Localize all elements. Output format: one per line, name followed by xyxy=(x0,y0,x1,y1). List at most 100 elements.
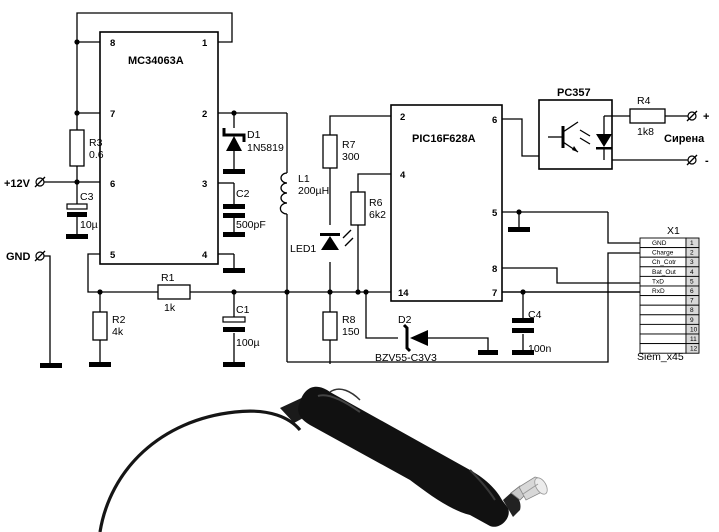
connector-pin-cell xyxy=(639,343,687,354)
d1-value: 1N5819 xyxy=(247,142,284,154)
connector-pin-row: 10 xyxy=(639,323,700,335)
connector-pin-number: 3 xyxy=(690,259,694,266)
resistor-r4 xyxy=(629,108,666,124)
connector-pin-number: 4 xyxy=(690,269,694,276)
r4-label: R4 xyxy=(637,95,651,107)
connector-pin-label: TxD xyxy=(652,278,664,285)
ic1-pin: 7 xyxy=(110,109,115,120)
ic-pic16f628a xyxy=(390,104,503,302)
capacitor-c3 xyxy=(66,203,88,217)
resistor-r8 xyxy=(322,311,338,341)
resistor-r1 xyxy=(157,284,191,300)
inductor-l1 xyxy=(279,172,288,215)
resistor-r6 xyxy=(350,191,366,226)
led1-label: LED1 xyxy=(290,243,316,255)
r7-label: R7 xyxy=(342,139,356,151)
junction-dots xyxy=(74,39,526,295)
ic1-title: MC34063A xyxy=(128,55,184,67)
c2-value: 500pF xyxy=(236,219,266,231)
d1-label: D1 xyxy=(247,129,261,141)
connector-pin-row: 12 xyxy=(639,343,700,354)
connector-pin-number: 11 xyxy=(690,336,697,343)
capacitor-c1 xyxy=(222,316,246,332)
connector-pin-number: 2 xyxy=(690,250,694,257)
opto-internal xyxy=(548,115,612,160)
ic1-pin: 1 xyxy=(202,38,208,49)
resistor-r2 xyxy=(92,311,108,341)
connector-part: Siem_x45 xyxy=(637,351,684,363)
d2-value: BZV55-C3V3 xyxy=(375,352,437,364)
connector-pin-number: 12 xyxy=(690,346,698,353)
connector-pin-label: Charge xyxy=(652,250,674,257)
terminal-gnd-label: GND xyxy=(6,251,31,263)
r2-label: R2 xyxy=(112,314,126,326)
ic1-pin: 6 xyxy=(110,179,115,190)
capacitor-c2 xyxy=(223,204,245,218)
diode-d1 xyxy=(222,128,246,151)
ic2-pin: 2 xyxy=(400,112,405,123)
r8-label: R8 xyxy=(342,314,356,326)
car-charger-plug-image xyxy=(98,386,548,532)
ic1-pin: 5 xyxy=(110,250,116,261)
ic2-pin: 14 xyxy=(398,288,409,299)
l1-label: L1 xyxy=(298,173,310,185)
connector-pin-label: GND xyxy=(652,240,667,247)
opto-title: PC357 xyxy=(557,87,591,99)
ic2-pin: 4 xyxy=(400,170,406,181)
r2-value: 4k xyxy=(112,326,124,338)
connector-pin-number: 5 xyxy=(690,278,694,285)
connector-pin-number: 9 xyxy=(690,317,694,324)
connector-pin-cell xyxy=(639,304,687,316)
connector-pin-row: 9 xyxy=(639,314,700,325)
r6-label: R6 xyxy=(369,197,383,209)
wires xyxy=(44,12,688,364)
r3-label: R3 xyxy=(89,137,103,149)
capacitor-c4 xyxy=(512,318,534,333)
r4-value: 1k8 xyxy=(637,126,654,138)
ic-mc34063a xyxy=(99,31,219,265)
led-led1 xyxy=(320,229,354,250)
c1-value: 100µ xyxy=(236,337,260,349)
ic2-pin: 7 xyxy=(492,288,497,299)
r3-value: 0.6 xyxy=(89,149,104,161)
ic2-title: PIC16F628A xyxy=(412,133,476,145)
terminal-minus-label: - xyxy=(705,155,709,167)
r1-value: 1k xyxy=(164,302,176,314)
connector-pin-number: 7 xyxy=(690,298,694,305)
resistor-r3 xyxy=(69,129,85,167)
r7-value: 300 xyxy=(342,151,360,163)
connector-pin-row: Bat_Out 4 xyxy=(639,266,700,277)
c1-label: C1 xyxy=(236,304,250,316)
c3-label: C3 xyxy=(80,191,94,203)
connector-pin-cell xyxy=(639,295,687,306)
terminal-plus-label: + xyxy=(703,111,709,123)
connector-pin-row: TxD 5 xyxy=(639,275,700,287)
connector-pin-cell xyxy=(639,323,687,335)
connector-pin-cell xyxy=(639,333,687,345)
c3-value: 10µ xyxy=(80,219,98,231)
c4-label: C4 xyxy=(528,309,542,321)
siren-label: Сирена xyxy=(664,133,705,145)
connector-title: X1 xyxy=(667,225,680,237)
connector-pin-row: Charge 2 xyxy=(639,247,700,258)
connector-pin-label: Bat_Out xyxy=(652,269,676,276)
resistor-r7 xyxy=(322,134,338,169)
terminal-12v-label: +12V xyxy=(4,178,31,190)
ic1-pin: 4 xyxy=(202,250,208,261)
ic1-pin: 2 xyxy=(202,109,207,120)
connector-pin-number-cell xyxy=(685,343,700,354)
ic1-pin: 8 xyxy=(110,38,115,49)
r6-value: 6k2 xyxy=(369,209,386,221)
connector-pin-number: 8 xyxy=(690,307,694,314)
connector-pin-row: 7 xyxy=(639,295,700,306)
r8-value: 150 xyxy=(342,326,360,338)
connector-pin-number: 6 xyxy=(690,288,694,295)
d2-label: D2 xyxy=(398,314,412,326)
connector-pin-row: 8 xyxy=(639,304,700,316)
ic2-pin: 6 xyxy=(492,115,497,126)
